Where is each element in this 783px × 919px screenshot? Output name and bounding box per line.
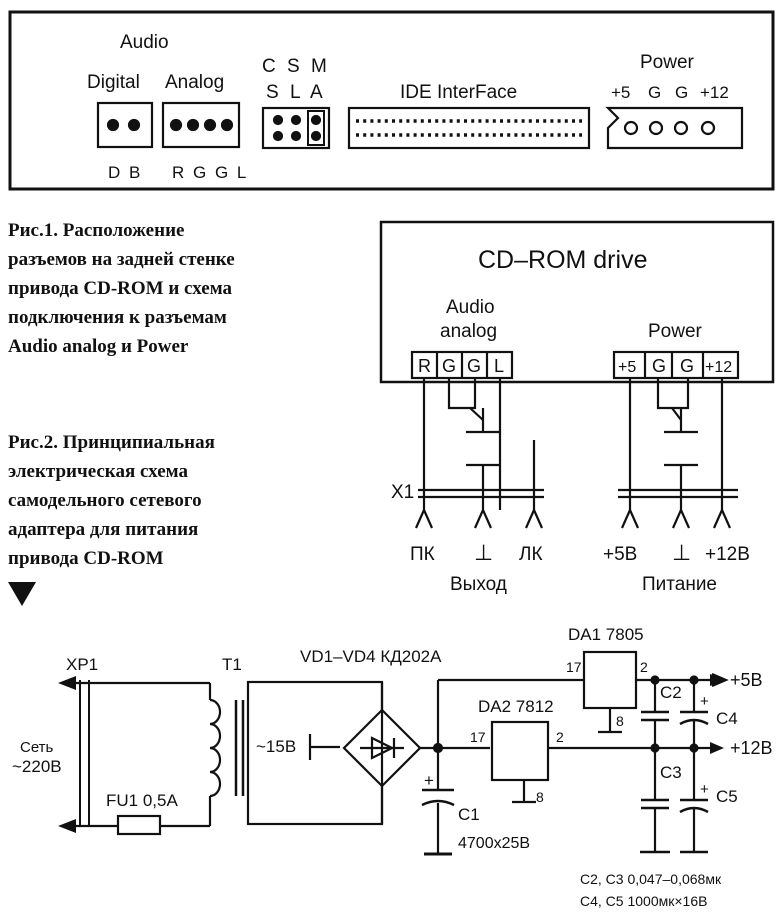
svg-text:+: + bbox=[700, 781, 709, 798]
figure2-caption-line: адаптера для питания bbox=[8, 519, 199, 540]
c3-label: C3 bbox=[660, 763, 682, 782]
c1-label: C1 bbox=[458, 805, 480, 824]
figure1-caption-line: Рис.1. Расположение bbox=[8, 220, 185, 241]
da1-label: DA1 7805 bbox=[568, 625, 644, 644]
digital-label: Digital bbox=[87, 72, 140, 93]
audio-wiring bbox=[414, 378, 544, 529]
drive-connection: CD–ROM drive Audio analog Power R G G L … bbox=[379, 220, 775, 595]
drive-power-label: Power bbox=[648, 321, 703, 342]
figure1-caption: Рис.1. Расположение разъемов на задней с… bbox=[8, 216, 235, 361]
out-label-pk: ПК bbox=[410, 544, 435, 565]
fuse-label: FU1 0,5А bbox=[106, 791, 178, 810]
jumper-labels-top: C S M bbox=[262, 56, 330, 77]
da1-pin-out: 2 bbox=[640, 659, 648, 675]
pwr-label-5v: +5В bbox=[603, 544, 637, 565]
da1-pin-in: 17 bbox=[566, 659, 582, 675]
rear-panel: Audio Digital Analog D B R G G L C S M S… bbox=[8, 10, 775, 191]
power-wiring bbox=[618, 378, 738, 529]
figure1-caption-line: разъемов на задней стенке bbox=[8, 249, 235, 270]
c1-value: 4700х25В bbox=[458, 835, 530, 852]
da2-pin-gnd: 8 bbox=[536, 789, 544, 805]
transformer-primary bbox=[209, 698, 222, 798]
figure1-caption-line: привода CD-ROM и схема bbox=[8, 278, 233, 299]
jumper-block bbox=[261, 106, 331, 150]
drive-power-pin-5: +5 bbox=[618, 359, 636, 376]
analog-pin-labels: R G G L bbox=[172, 163, 248, 182]
drive-power-pin-12: +12 bbox=[705, 359, 732, 376]
out-label-lk: ЛК bbox=[519, 544, 543, 565]
c2-label: C2 bbox=[660, 683, 682, 702]
drive-audio-pins bbox=[410, 350, 514, 380]
arrow-down-icon bbox=[8, 582, 36, 606]
figure2-caption-line: электрическая схема bbox=[8, 461, 188, 482]
figure1-caption-line: подключения к разъемам bbox=[8, 307, 227, 328]
da1-pin-gnd: 8 bbox=[616, 713, 624, 729]
panel-frame bbox=[8, 10, 775, 191]
adapter-schematic: XP1 Сеть ~220В FU1 0,5А T1 ~15В VD1–VD4 … bbox=[12, 625, 773, 909]
power-pin-label-2: G bbox=[648, 83, 661, 102]
mains-label-2: ~220В bbox=[12, 757, 62, 776]
figure2-caption-line: привода CD-ROM bbox=[8, 548, 164, 569]
regulator-da2 bbox=[490, 720, 550, 782]
mains-label-1: Сеть bbox=[20, 739, 54, 756]
figure2-caption-line: Рис.2. Принципиальная bbox=[8, 432, 215, 453]
audio-heading: Audio bbox=[120, 32, 169, 53]
drive-audio-pin-g2: G bbox=[467, 356, 481, 376]
power-connector bbox=[605, 106, 744, 150]
plug-arrow-top bbox=[58, 676, 76, 690]
bridge-label: VD1–VD4 КД202А bbox=[300, 647, 442, 666]
drive-power-pin-g2: G bbox=[680, 356, 694, 376]
power-pin-label-3: G bbox=[675, 83, 688, 102]
da2-label: DA2 7812 bbox=[478, 697, 554, 716]
out-arrow-12v bbox=[710, 742, 724, 754]
ide-connector bbox=[347, 106, 591, 150]
svg-text:+: + bbox=[700, 693, 709, 710]
c4-label: C4 bbox=[716, 709, 738, 728]
out-label-ground: ⊥ bbox=[474, 540, 493, 565]
output-5v: +5В bbox=[730, 670, 763, 690]
digital-connector bbox=[96, 101, 154, 149]
capacitor-note-2: C4, C5 1000мк×16В bbox=[580, 893, 707, 909]
pwr-title: Питание bbox=[642, 574, 717, 595]
output-12v: +12В bbox=[730, 738, 773, 758]
fuse-fu1 bbox=[116, 814, 162, 836]
analog-connector bbox=[161, 101, 241, 149]
pwr-label-ground: ⊥ bbox=[672, 540, 691, 565]
power-pin-label-4: +12 bbox=[700, 83, 729, 102]
out-title: Выход bbox=[450, 574, 507, 595]
drive-audio-pin-r: R bbox=[418, 356, 431, 376]
drive-title: CD–ROM drive bbox=[478, 246, 647, 274]
ide-label: IDE InterFace bbox=[400, 82, 517, 103]
power-heading: Power bbox=[640, 52, 695, 73]
power-pin-label-1: +5 bbox=[611, 83, 630, 102]
t1-label: T1 bbox=[222, 655, 242, 674]
capacitor-note-1: C2, C3 0,047–0,068мк bbox=[580, 871, 722, 887]
da2-pin-out: 2 bbox=[556, 729, 564, 745]
out-arrow-5v bbox=[710, 674, 724, 686]
drive-power-pins bbox=[612, 350, 740, 380]
svg-text:+: + bbox=[424, 771, 434, 790]
jumper-labels-bottom: S L A bbox=[266, 82, 326, 103]
drive-audio-pin-l: L bbox=[494, 356, 504, 376]
drive-box bbox=[379, 220, 775, 384]
xp1-label: XP1 bbox=[66, 655, 98, 674]
figure2-caption: Рис.2. Принципиальная электрическая схем… bbox=[8, 428, 215, 573]
drive-audio-label-2: analog bbox=[440, 321, 497, 342]
da2-pin-in: 17 bbox=[470, 729, 486, 745]
c5-label: C5 bbox=[716, 787, 738, 806]
drive-audio-pin-g1: G bbox=[442, 356, 456, 376]
drive-power-pin-g1: G bbox=[652, 356, 666, 376]
secondary-voltage: ~15В bbox=[256, 737, 296, 756]
figure1-caption-line: Audio analog и Power bbox=[8, 336, 189, 357]
connector-x1-label: X1 bbox=[391, 482, 414, 503]
figure2-caption-line: самодельного сетевого bbox=[8, 490, 202, 511]
drive-audio-label-1: Audio bbox=[446, 297, 495, 318]
digital-pin-labels: D B bbox=[108, 163, 142, 182]
pwr-label-12v: +12В bbox=[705, 544, 750, 565]
regulator-da1 bbox=[582, 650, 638, 710]
analog-label: Analog bbox=[165, 72, 224, 93]
plug-arrow-bottom bbox=[58, 819, 76, 833]
